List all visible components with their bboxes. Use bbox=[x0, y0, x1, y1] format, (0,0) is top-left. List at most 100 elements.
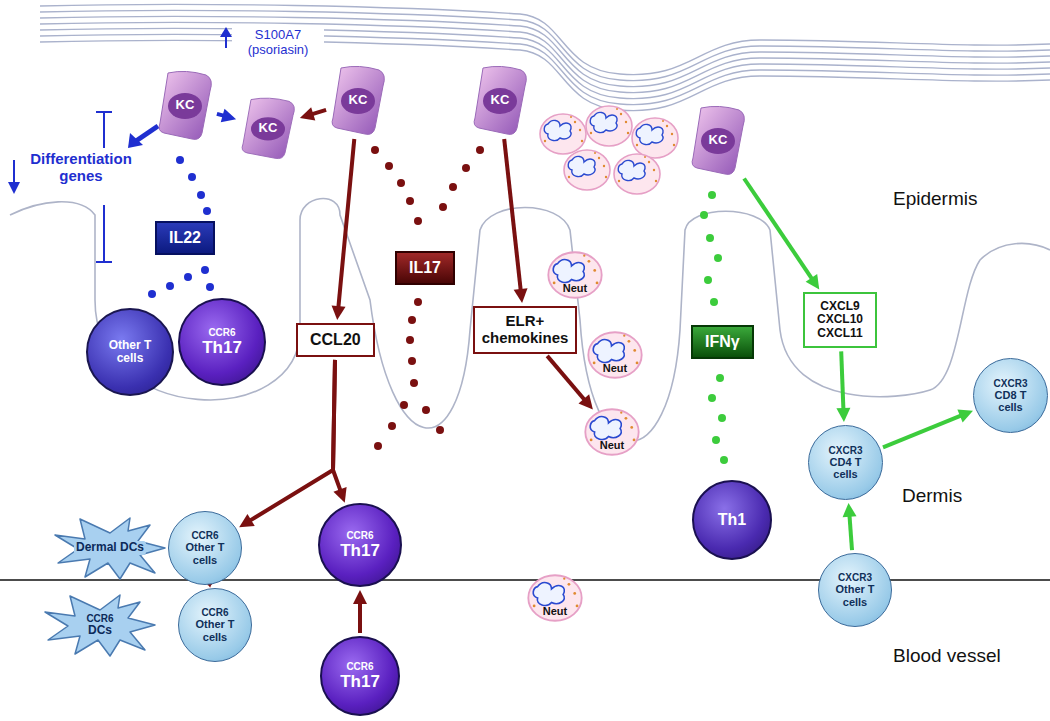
node-label: CCR6 bbox=[191, 530, 218, 541]
arrow-line bbox=[883, 416, 961, 448]
arrow-line bbox=[850, 516, 853, 550]
node-label: CCR6 bbox=[346, 530, 373, 541]
node-label: CCR6 bbox=[208, 327, 235, 338]
arrowhead bbox=[353, 590, 367, 604]
node-label: CXCL10 bbox=[817, 313, 863, 326]
arrowhead bbox=[836, 408, 850, 422]
node-label: Th17 bbox=[340, 672, 380, 691]
node-label: ELR+ chemokines bbox=[481, 313, 569, 347]
arrowhead bbox=[239, 514, 255, 527]
arrow-connector bbox=[300, 107, 326, 120]
dermal-epidermal-junction bbox=[10, 199, 1050, 442]
t-cell: CCR6Th17 bbox=[178, 298, 266, 386]
arrow-line bbox=[250, 360, 335, 521]
cytokine-box: CCL20 bbox=[296, 323, 375, 357]
node-label: Neut bbox=[603, 362, 627, 374]
node-label: Th17 bbox=[340, 541, 380, 560]
node-label: Th17 bbox=[202, 338, 242, 357]
node-label: Th1 bbox=[718, 511, 746, 529]
neutrophil: Neut bbox=[526, 573, 584, 623]
keratinocyte: KC bbox=[239, 96, 297, 160]
node-label: Other T cells bbox=[178, 541, 233, 566]
cytokine-box: IL17 bbox=[395, 251, 455, 285]
t-cell: CCR6Other T cells bbox=[178, 588, 252, 662]
arrow-connector bbox=[217, 109, 236, 122]
keratinocyte: KC bbox=[689, 104, 747, 176]
node-label: CXCR3 bbox=[829, 445, 863, 456]
arrow-connector bbox=[547, 356, 593, 410]
node-label: CCR6 bbox=[201, 607, 228, 618]
node-label: KC bbox=[259, 121, 278, 136]
keratinocyte: KC bbox=[329, 64, 387, 136]
cytokine-box: IL22 bbox=[155, 221, 215, 255]
t-cell: CCR6Other T cells bbox=[168, 511, 242, 585]
arrow-line bbox=[312, 110, 326, 114]
node-label: Neut bbox=[563, 282, 587, 294]
neutrophil: Neut bbox=[583, 407, 641, 457]
dendritic-cell: Dermal DCs bbox=[50, 513, 170, 583]
arrowhead bbox=[578, 394, 592, 409]
node-label: Other T cells bbox=[188, 618, 243, 643]
arrow-line bbox=[217, 114, 224, 116]
t-cell: Other T cells bbox=[86, 308, 174, 396]
node-label: Neut bbox=[543, 605, 567, 617]
node-label: Other T cells bbox=[828, 583, 883, 608]
arrow-connector bbox=[504, 139, 527, 303]
arrowhead bbox=[806, 274, 820, 290]
node-label: CCL20 bbox=[310, 331, 361, 349]
node-label: CCR6 bbox=[346, 661, 373, 672]
node-label: KC bbox=[176, 98, 195, 113]
region-label: Epidermis bbox=[893, 188, 977, 210]
up-arrow bbox=[220, 27, 232, 48]
node-label: Dermal DCs bbox=[74, 541, 146, 554]
node-label: IL17 bbox=[409, 259, 441, 277]
node-label: KC bbox=[349, 93, 368, 108]
node-label: Neut bbox=[600, 439, 624, 451]
t-cell: CXCR3Other T cells bbox=[818, 553, 892, 627]
arrowhead bbox=[300, 107, 315, 120]
arrow-connector bbox=[353, 590, 367, 633]
node-label: IFNγ bbox=[705, 333, 740, 351]
blood-vessel-wall bbox=[0, 579, 1050, 581]
arrowhead bbox=[957, 410, 973, 423]
node-label: IL22 bbox=[169, 229, 201, 247]
region-label: Blood vessel bbox=[893, 645, 1001, 667]
arrow-connector bbox=[333, 360, 347, 503]
arrowhead bbox=[843, 503, 857, 517]
thick-arrow bbox=[128, 126, 158, 148]
neutrophil: Neut bbox=[546, 250, 604, 300]
neutrophil-microabscess bbox=[540, 106, 678, 194]
arrowhead bbox=[221, 109, 236, 122]
arrow-connector bbox=[744, 179, 819, 290]
node-label: CCR6 bbox=[84, 613, 115, 624]
arrowhead bbox=[332, 305, 346, 320]
arrow-line bbox=[744, 179, 812, 279]
t-cell: Th1 bbox=[692, 480, 772, 560]
arrow-line bbox=[547, 356, 584, 400]
keratinocyte: KC bbox=[471, 64, 529, 136]
arrowhead bbox=[333, 487, 346, 503]
node-label: KC bbox=[709, 133, 728, 148]
node-label: CD8 T cells bbox=[983, 389, 1039, 414]
t-cell: CXCR3CD4 T cells bbox=[808, 425, 883, 500]
cytokine-box: IFNγ bbox=[691, 325, 754, 359]
node-label: DCs bbox=[86, 624, 114, 637]
dendritic-cell: CCR6DCs bbox=[40, 590, 160, 660]
node-label: KC bbox=[491, 93, 510, 108]
node-label: CXCR3 bbox=[838, 572, 872, 583]
cytokine-box: ELR+ chemokines bbox=[473, 306, 577, 354]
node-label: CXCL9 bbox=[820, 300, 859, 313]
neutrophil: Neut bbox=[586, 330, 644, 380]
arrow-connector bbox=[883, 410, 973, 448]
arrow-connector bbox=[239, 360, 335, 527]
region-label: S100A7 (psoriasin) bbox=[232, 28, 324, 58]
node-label: CXCR3 bbox=[994, 378, 1028, 389]
arrow-connector bbox=[836, 351, 850, 422]
region-label: Differentiation genes bbox=[22, 150, 140, 185]
node-label: Other T cells bbox=[96, 339, 165, 366]
keratinocyte: KC bbox=[156, 69, 214, 141]
arrow-connector bbox=[843, 503, 857, 550]
bracket bbox=[14, 112, 112, 262]
arrow-line bbox=[338, 139, 354, 307]
arrow-line bbox=[841, 351, 843, 409]
